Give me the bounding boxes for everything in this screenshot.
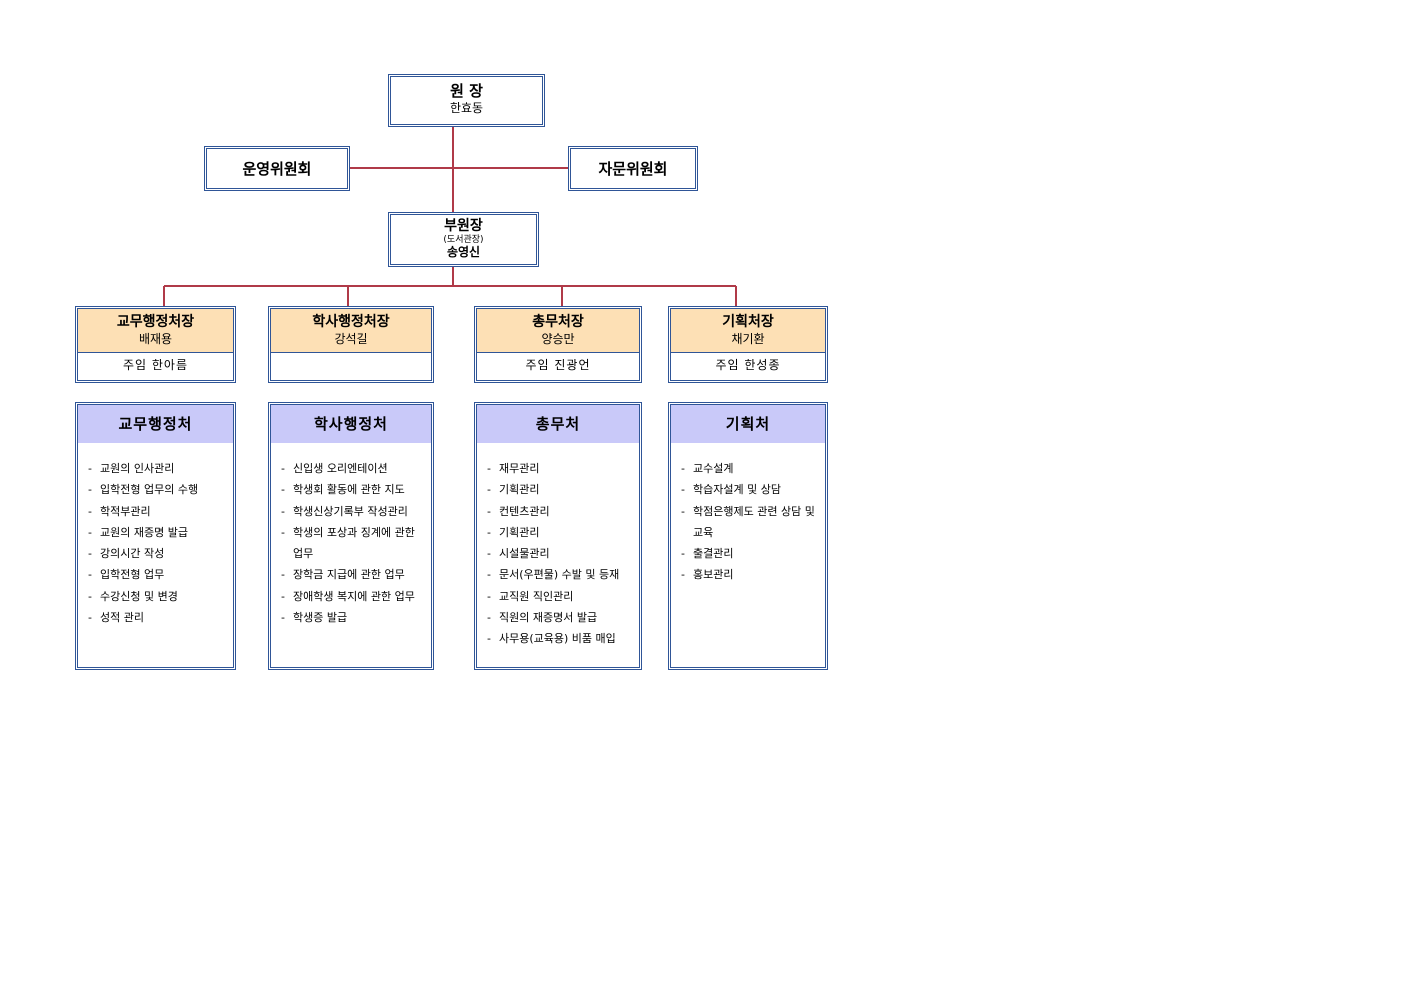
dept-box-academic-affairs: 교무행정처 교원의 인사관리입학전형 업무의 수행학적부관리교원의 재증명 발급…: [75, 402, 236, 670]
task-item: 학습자설계 및 상담: [679, 479, 817, 501]
task-item: 홍보관리: [679, 564, 817, 586]
head-title: 총무처장: [532, 314, 584, 330]
dept-box-student-affairs: 학사행정처 신입생 오리엔테이션학생회 활동에 관한 지도학생신상기록부 작성관…: [268, 402, 434, 670]
task-item: 직원의 재증명서 발급: [485, 607, 631, 629]
task-list: 교원의 인사관리입학전형 업무의 수행학적부관리교원의 재증명 발급강의시간 작…: [78, 443, 233, 629]
advisory-committee-box: 자문위원회: [568, 146, 698, 191]
vice-director-name: 송영신: [446, 245, 481, 259]
task-item: 신입생 오리엔테이션: [279, 458, 423, 480]
director-title: 원 장: [450, 82, 483, 100]
head-box-planning: 기획처장 채기환 주임 한성종: [668, 306, 828, 383]
task-item: 교원의 인사관리: [86, 458, 225, 480]
task-item: 재무관리: [485, 458, 631, 480]
task-item: 입학전형 업무: [86, 564, 225, 586]
task-item: 기획관리: [485, 522, 631, 544]
task-item: 교직원 직인관리: [485, 586, 631, 608]
task-item: 교원의 재증명 발급: [86, 522, 225, 544]
head-staff: 주임 한성종: [715, 358, 781, 372]
vice-director-subtitle: (도서관장): [443, 235, 484, 245]
task-item: 문서(우편물) 수발 및 등재: [485, 564, 631, 586]
task-item: 학생회 활동에 관한 지도: [279, 479, 423, 501]
operating-committee-box: 운영위원회: [204, 146, 350, 191]
head-title: 학사행정처장: [312, 314, 390, 330]
head-header: 기획처장 채기환: [671, 309, 825, 353]
task-item: 성적 관리: [86, 607, 225, 629]
task-item: 장애학생 복지에 관한 업무: [279, 586, 423, 608]
task-item: 출결관리: [679, 543, 817, 565]
head-header: 총무처장 양승만: [477, 309, 639, 353]
task-item: 컨텐츠관리: [485, 501, 631, 523]
head-title: 기획처장: [722, 314, 774, 330]
task-item: 교수설계: [679, 458, 817, 480]
head-staff: 주임 진광언: [525, 358, 591, 372]
head-name: 채기환: [731, 332, 765, 346]
task-item: 강의시간 작성: [86, 543, 225, 565]
task-item: 기획관리: [485, 479, 631, 501]
dept-title: 기획처: [671, 405, 825, 443]
task-list: 신입생 오리엔테이션학생회 활동에 관한 지도학생신상기록부 작성관리학생의 포…: [271, 443, 431, 629]
dept-title: 교무행정처: [78, 405, 233, 443]
task-item: 학생신상기록부 작성관리: [279, 501, 423, 523]
task-item: 수강신청 및 변경: [86, 586, 225, 608]
dept-title: 학사행정처: [271, 405, 431, 443]
task-item: 학생의 포상과 징계에 관한 업무: [279, 522, 423, 565]
head-name: 양승만: [541, 332, 575, 346]
head-name: 배재용: [138, 332, 173, 346]
task-list: 교수설계학습자설계 및 상담학점은행제도 관련 상담 및 교육출결관리홍보관리: [671, 443, 825, 586]
task-item: 학적부관리: [86, 501, 225, 523]
dept-box-planning: 기획처 교수설계학습자설계 및 상담학점은행제도 관련 상담 및 교육출결관리홍…: [668, 402, 828, 670]
head-name: 강석길: [334, 332, 368, 346]
vice-director-title: 부원장: [444, 218, 483, 234]
head-box-academic-affairs: 교무행정처장 배재용 주임 한아름: [75, 306, 236, 383]
task-item: 장학금 지급에 관한 업무: [279, 564, 423, 586]
head-header: 학사행정처장 강석길: [271, 309, 431, 353]
task-item: 시설물관리: [485, 543, 631, 565]
task-list: 재무관리기획관리컨텐츠관리기획관리시설물관리문서(우편물) 수발 및 등재교직원…: [477, 443, 639, 650]
vice-director-box: 부원장 (도서관장) 송영신: [388, 212, 539, 267]
task-item: 학점은행제도 관련 상담 및 교육: [679, 501, 817, 544]
head-staff: 주임 한아름: [122, 358, 188, 372]
dept-title: 총무처: [477, 405, 639, 443]
head-box-student-affairs: 학사행정처장 강석길: [268, 306, 434, 383]
dept-box-general-affairs: 총무처 재무관리기획관리컨텐츠관리기획관리시설물관리문서(우편물) 수발 및 등…: [474, 402, 642, 670]
director-name: 한효동: [449, 101, 484, 115]
task-item: 입학전형 업무의 수행: [86, 479, 225, 501]
task-item: 학생증 발급: [279, 607, 423, 629]
head-box-general-affairs: 총무처장 양승만 주임 진광언: [474, 306, 642, 383]
head-title: 교무행정처장: [116, 314, 195, 330]
task-item: 사무용(교육용) 비품 매입: [485, 628, 631, 650]
director-box: 원 장 한효동: [388, 74, 545, 127]
head-header: 교무행정처장 배재용: [78, 309, 233, 353]
